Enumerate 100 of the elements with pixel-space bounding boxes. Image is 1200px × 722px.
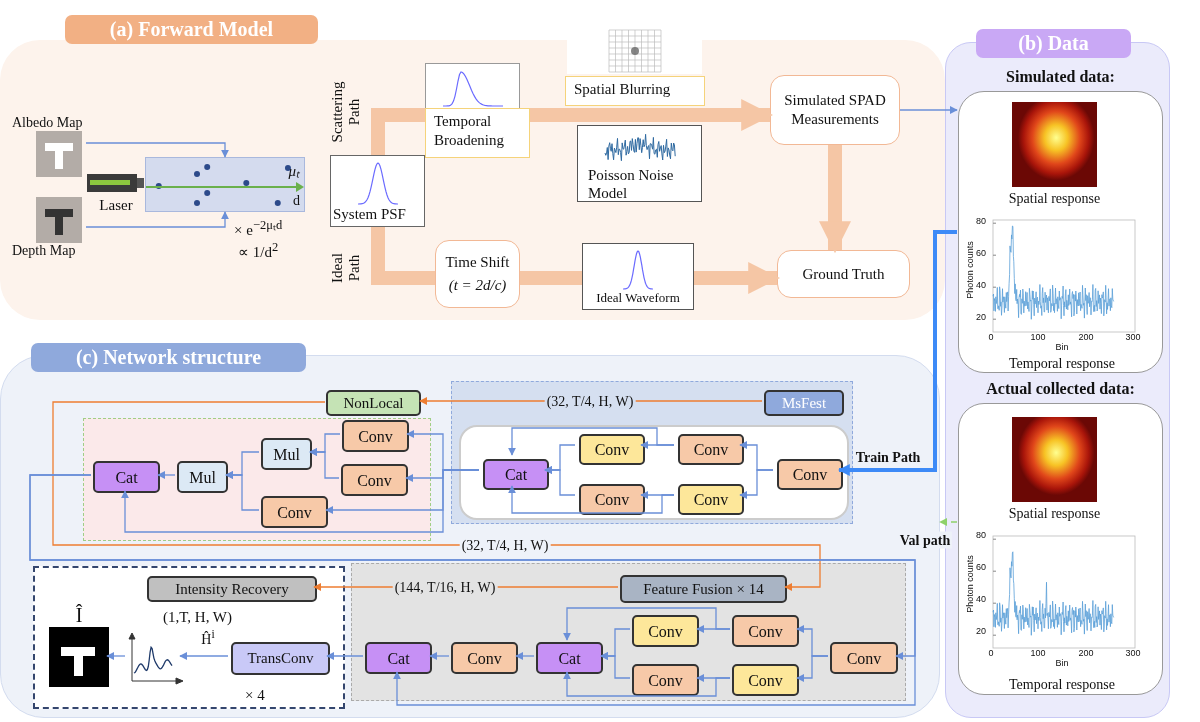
arrow: [899, 106, 958, 114]
arrow: [939, 518, 958, 526]
module-block: NonLocal: [326, 390, 421, 416]
axis-title: Photon counts: [965, 555, 975, 613]
process-box: [435, 240, 520, 308]
psf-box: [330, 155, 425, 227]
formula-label: (t = 2d/c): [448, 277, 507, 294]
network-block: Conv: [632, 664, 699, 696]
network-block: Mul: [177, 461, 228, 493]
formula-label: ∝ 1/d$^{2}$: [238, 240, 279, 261]
dashed-region: [33, 566, 345, 709]
noise-model-box: [577, 125, 702, 202]
box-label: Ideal Waveform: [595, 290, 681, 306]
arrow: [419, 397, 763, 405]
network-block: Conv: [579, 434, 645, 465]
note-label: × 4: [245, 686, 265, 705]
tick-label: 80: [976, 530, 986, 540]
network-block: Conv: [632, 615, 699, 647]
image-caption: Spatial response: [1008, 506, 1101, 522]
network-block: Conv: [732, 615, 799, 647]
symbol-label: Î: [75, 603, 83, 627]
tick-label: 80: [976, 216, 986, 226]
flow-arrow: [530, 99, 774, 131]
section-heading: Simulated data:: [1005, 68, 1116, 86]
module-block: MsFest: [764, 390, 844, 416]
panel-title: (c) Network structure: [31, 343, 306, 372]
arrow: [563, 671, 731, 697]
arrow: [563, 607, 731, 641]
symbol-label: μₜ: [288, 162, 300, 180]
network-block: Conv: [678, 434, 744, 465]
arrow: [515, 652, 535, 660]
network-block: Cat: [93, 461, 160, 493]
network-block: Mul: [261, 438, 312, 470]
tick-label: 300: [1125, 648, 1141, 658]
arrow: [544, 466, 576, 496]
tick-label: 0: [988, 648, 994, 658]
process-box: Ground Truth: [777, 250, 910, 298]
network-block: Conv: [342, 420, 409, 452]
arrow: [600, 652, 631, 679]
box-label: Time Shift: [445, 254, 510, 271]
arrow: [29, 474, 916, 706]
chart-caption: Temporal response: [1008, 356, 1116, 372]
network-block: Conv: [830, 642, 898, 674]
waveform-box: [582, 243, 694, 310]
panel-title: (b) Data: [976, 29, 1131, 58]
arrow: [225, 471, 260, 511]
box-label: Poisson Noise Model: [588, 166, 675, 202]
arrow: [429, 652, 450, 660]
tick-label: 300: [1125, 332, 1141, 342]
arrow: [508, 485, 675, 514]
network-block: Conv: [341, 464, 408, 496]
symbol-label: d: [293, 193, 300, 209]
arrow: [85, 211, 229, 228]
map-label: Depth Map: [12, 243, 77, 259]
arrow: [52, 401, 821, 591]
map-label: Albedo Map: [12, 115, 84, 131]
network-block: Conv: [261, 496, 328, 528]
network-block: Conv: [732, 664, 799, 696]
image-caption: Spatial response: [1008, 191, 1101, 207]
formula-label: × e$^{−2μₜd}$: [234, 217, 283, 239]
dashed-region: [351, 563, 906, 701]
flow-arrow: [694, 262, 781, 294]
box-label: Spatial Blurring: [565, 76, 705, 106]
network-block: Cat: [365, 642, 432, 674]
note-label: (1,T, H, W): [163, 608, 232, 627]
arrow: [85, 142, 229, 158]
network-block: Cat: [536, 642, 603, 674]
network-block: Conv: [579, 484, 645, 515]
inner-block-region: [459, 425, 849, 520]
arrow: [179, 652, 229, 660]
arrow: [313, 583, 619, 591]
panel-title: (a) Forward Model: [65, 15, 318, 44]
arrow: [837, 230, 957, 476]
dashed-region: [451, 381, 853, 524]
axis-title: Bin: [1055, 342, 1069, 352]
flow-arrow: [819, 145, 851, 254]
arrow: [796, 655, 829, 682]
box-label: System PSF: [333, 206, 406, 223]
edge-label: Val path: [897, 531, 953, 549]
process-box: Simulated SPAD Measurements: [770, 75, 900, 145]
module-block: Feature Fusion × 14: [620, 575, 787, 603]
network-block: Conv: [777, 459, 843, 490]
chart-caption: Temporal response: [1008, 677, 1116, 693]
network-block: Conv: [678, 484, 744, 515]
edge-label: (32, T/4, H, W): [544, 392, 636, 410]
arrow: [106, 652, 126, 660]
arrow: [739, 469, 774, 499]
dashed-region: [83, 418, 431, 541]
arrow: [326, 652, 364, 660]
box-label: Temporal Broadening: [425, 108, 530, 158]
edge-label: (144, T/16, H, W): [392, 578, 498, 596]
axis-title: Bin: [1055, 658, 1069, 668]
arrow: [508, 427, 675, 456]
device-label: Laser: [99, 197, 133, 214]
axis-title: Photon counts: [965, 241, 975, 299]
tick-label: 0: [988, 332, 994, 342]
network-block: Conv: [451, 642, 518, 674]
network-block: Cat: [483, 459, 549, 490]
edge-label: (32, T/4, H, W): [459, 536, 551, 554]
section-heading: Actual collected data:: [985, 380, 1136, 398]
